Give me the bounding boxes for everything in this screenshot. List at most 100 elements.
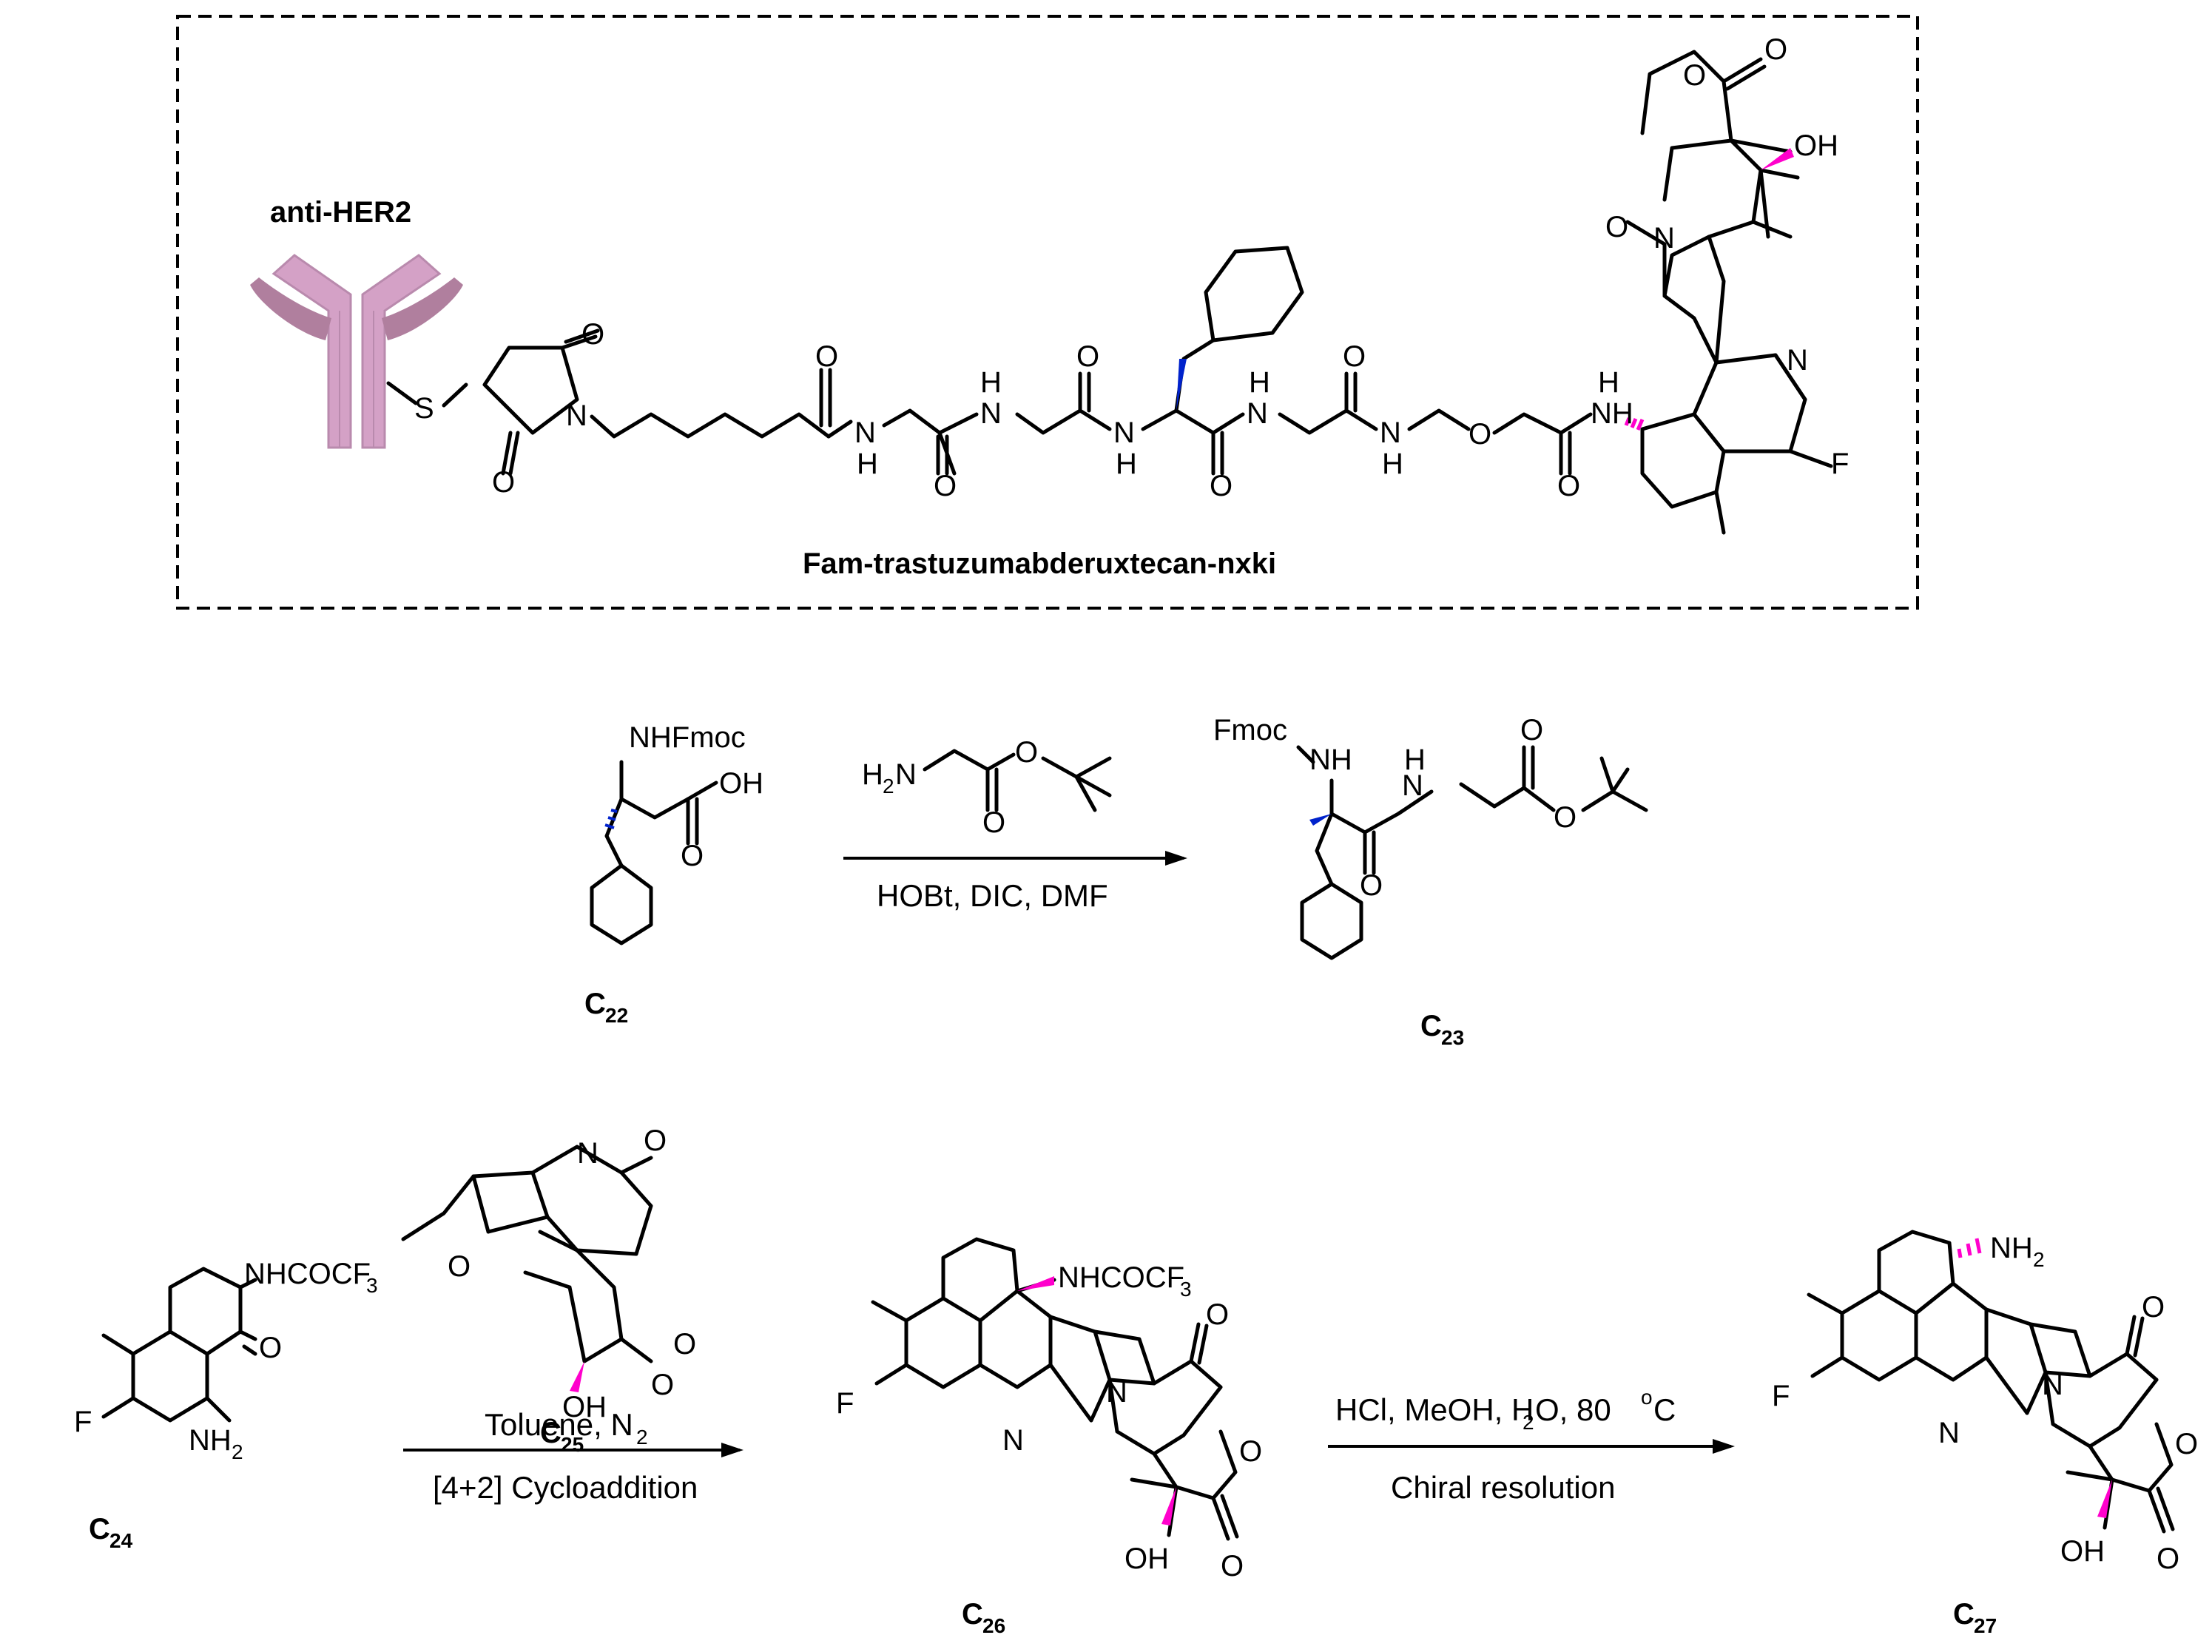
conjugate-frame [176, 15, 1919, 610]
svg-text:H: H [857, 448, 878, 480]
svg-text:O: O [259, 1332, 282, 1364]
svg-text:3: 3 [1180, 1278, 1192, 1301]
svg-text:2: 2 [232, 1440, 243, 1463]
svg-text:O: O [1469, 418, 1491, 451]
svg-text:O: O [1076, 340, 1099, 373]
svg-text:N: N [854, 417, 876, 449]
svg-text:2: 2 [1523, 1411, 1534, 1434]
antibody-icon [250, 254, 463, 449]
svg-text:OH: OH [1124, 1543, 1169, 1575]
svg-text:O: O [1343, 340, 1366, 373]
svg-text:C: C [584, 988, 606, 1020]
svg-text:N: N [577, 1137, 598, 1170]
svg-text:NH: NH [189, 1424, 232, 1457]
c27-label: C 27 [1953, 1598, 1997, 1637]
svg-text:NHFmoc: NHFmoc [629, 721, 746, 754]
svg-text:O: O [673, 1328, 696, 1361]
svg-text:S: S [414, 392, 434, 425]
svg-text:O: O [1764, 33, 1787, 66]
svg-text:N: N [1113, 417, 1135, 449]
c23-structure [1296, 745, 1648, 960]
svg-text:HCl, MeOH, H: HCl, MeOH, H [1335, 1392, 1534, 1427]
c23-label: C 23 [1420, 1010, 1464, 1049]
c27-structure [1807, 1230, 2175, 1534]
svg-text:H: H [1382, 448, 1403, 480]
conditions-2-line2: [4+2] Cycloaddition [433, 1470, 698, 1505]
c26-group-label: NHCOCF 3 [1058, 1261, 1192, 1301]
svg-text:O: O [934, 470, 957, 502]
svg-text:2: 2 [636, 1426, 648, 1449]
svg-text:O: O [681, 840, 704, 872]
c27-amine-label: NH 2 [1990, 1232, 2045, 1271]
svg-text:O: O [2157, 1543, 2179, 1575]
reaction-arrow-3 [1328, 1439, 1735, 1454]
svg-text:F: F [74, 1406, 92, 1438]
svg-text:N: N [1247, 397, 1268, 430]
svg-text:OH: OH [719, 767, 763, 800]
c24-structure [101, 1267, 257, 1423]
svg-text:O: O [1557, 470, 1580, 502]
svg-text:O: O [1015, 736, 1038, 769]
svg-text:N: N [1002, 1424, 1024, 1457]
svg-text:N: N [566, 399, 587, 432]
svg-text:NHCOCF: NHCOCF [1058, 1261, 1184, 1294]
svg-text:26: 26 [982, 1614, 1005, 1637]
svg-text:24: 24 [109, 1529, 133, 1552]
svg-text:22: 22 [605, 1004, 628, 1027]
svg-text:O: O [1206, 1298, 1229, 1331]
svg-text:F: F [1772, 1380, 1790, 1412]
svg-text:OH: OH [1794, 129, 1838, 162]
svg-text:O: O [1554, 801, 1577, 834]
svg-text:O: O [1360, 869, 1383, 902]
svg-text:O: O [1520, 714, 1543, 746]
svg-text:N: N [1402, 769, 1423, 802]
svg-text:OH: OH [2060, 1535, 2105, 1568]
conditions-3-line2: Chiral resolution [1391, 1470, 1615, 1505]
svg-text:N: N [1653, 222, 1675, 254]
svg-text:F: F [836, 1387, 854, 1420]
svg-text:N: N [1787, 344, 1808, 377]
svg-text:C: C [1653, 1392, 1676, 1427]
svg-text:O: O [2175, 1428, 2198, 1460]
svg-text:O: O [1605, 211, 1628, 243]
exatecan-core-bonds [1625, 50, 1833, 535]
svg-text:O: O [651, 1369, 674, 1401]
svg-text:N: N [2042, 1369, 2063, 1401]
svg-text:C: C [1953, 1598, 1975, 1631]
c26-label: C 26 [962, 1598, 1005, 1637]
c22-label: C 22 [584, 988, 628, 1027]
svg-text:O: O [492, 466, 515, 499]
svg-text:C: C [962, 1598, 983, 1631]
conditions-2-line1: Toluene, N 2 [485, 1407, 648, 1449]
svg-text:O: O [815, 340, 838, 373]
svg-text:3: 3 [366, 1274, 378, 1297]
svg-text:NH: NH [1591, 397, 1633, 430]
svg-text:O: O [644, 1125, 667, 1157]
svg-text:F: F [1831, 448, 1849, 480]
antibody-label: anti-HER2 [270, 196, 411, 229]
svg-text:O: O [1221, 1550, 1244, 1582]
svg-text:N: N [895, 758, 917, 791]
svg-text:Fmoc: Fmoc [1213, 714, 1287, 746]
svg-text:O: O [448, 1250, 471, 1283]
conjugate-name: Fam-trastuzumabderuxtecan-nxki [803, 547, 1276, 580]
svg-text:25: 25 [561, 1433, 584, 1456]
svg-text:o: o [1641, 1386, 1653, 1409]
glycine-ester-reagent [923, 749, 1112, 812]
linker-bonds [386, 246, 1593, 476]
svg-text:O, 80: O, 80 [1535, 1392, 1611, 1427]
svg-text:H: H [980, 366, 1002, 399]
svg-text:OH: OH [562, 1391, 607, 1423]
svg-text:N: N [1938, 1417, 1960, 1449]
svg-text:N: N [980, 397, 1002, 430]
c24-amine-label: NH 2 [189, 1424, 243, 1463]
svg-text:23: 23 [1441, 1026, 1464, 1049]
c25-label: C 25 [540, 1417, 584, 1456]
svg-text:O: O [2142, 1291, 2165, 1324]
svg-text:H: H [1404, 744, 1426, 776]
svg-text:NH: NH [1990, 1232, 2033, 1264]
svg-text:NH: NH [1309, 744, 1352, 776]
svg-text:O: O [1210, 470, 1233, 502]
svg-text:O: O [1683, 59, 1706, 92]
